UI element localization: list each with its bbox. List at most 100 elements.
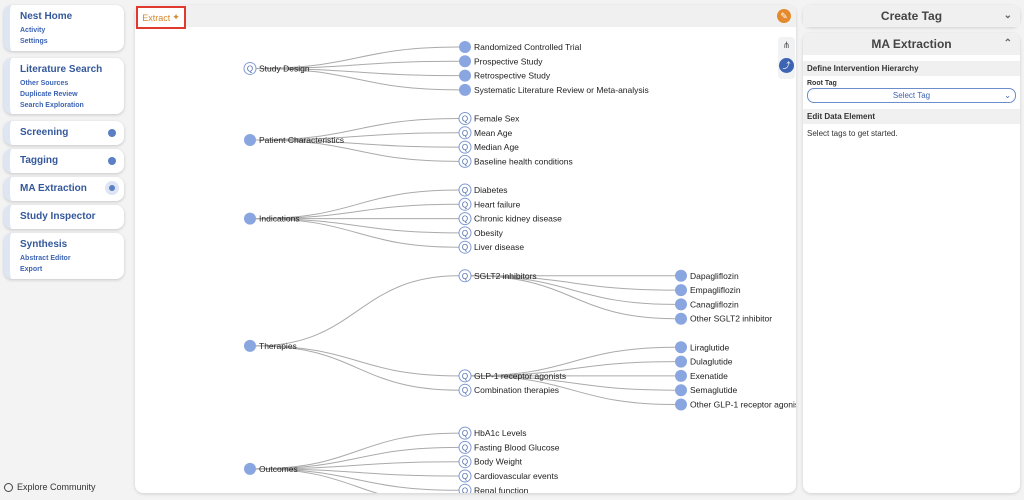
nav-title[interactable]: Synthesis [20, 239, 68, 250]
node-label[interactable]: Median Age [474, 142, 519, 152]
tree-node[interactable]: Semaglutide [675, 384, 738, 397]
search-node-icon[interactable] [458, 469, 472, 483]
node-label[interactable]: Systematic Literature Review or Meta-ana… [474, 85, 649, 95]
nav-nest-home[interactable]: Nest Home Activity Settings [4, 5, 124, 51]
search-node-icon[interactable] [458, 483, 472, 493]
node-dot-icon[interactable] [459, 55, 471, 68]
node-label[interactable]: Retrospective Study [474, 71, 551, 81]
node-dot-icon[interactable] [244, 339, 256, 352]
node-dot-icon[interactable] [244, 462, 256, 475]
node-label[interactable]: Fasting Blood Glucose [474, 442, 560, 452]
nav-title[interactable]: MA Extraction [20, 183, 87, 194]
node-dot-icon[interactable] [459, 69, 471, 82]
node-label[interactable]: Body Weight [474, 457, 523, 467]
node-label[interactable]: Empagliflozin [690, 285, 741, 295]
node-label[interactable]: SGLT2 inhibitors [474, 271, 537, 281]
node-label[interactable]: Renal function [474, 485, 529, 493]
search-node-icon[interactable] [458, 240, 472, 254]
node-label[interactable]: Heart failure [474, 199, 521, 209]
node-label[interactable]: Dulaglutide [690, 357, 733, 367]
tree-node[interactable]: Indications [244, 212, 300, 225]
nav-synthesis[interactable]: Synthesis Abstract Editor Export [4, 233, 124, 279]
node-label[interactable]: Therapies [259, 341, 297, 351]
search-node-icon[interactable] [458, 440, 472, 454]
tree-node[interactable]: Other GLP-1 receptor agonis [675, 398, 796, 411]
nav-ma-extraction[interactable]: MA Extraction [4, 177, 124, 201]
tree-node[interactable]: Exenatide [675, 369, 728, 382]
tree-node[interactable]: Therapies [244, 339, 297, 352]
node-dot-icon[interactable] [675, 284, 687, 297]
tree-node[interactable]: Empagliflozin [675, 284, 741, 297]
node-label[interactable]: Diabetes [474, 185, 508, 195]
chevron-down-icon[interactable]: ⌄ [1003, 10, 1012, 21]
search-node-icon[interactable] [243, 61, 257, 75]
node-label[interactable]: Exenatide [690, 371, 728, 381]
pencil-icon[interactable]: ✎ [777, 9, 791, 23]
nav-title[interactable]: Literature Search [20, 64, 103, 75]
nav-link-other-sources[interactable]: Other Sources [20, 80, 69, 87]
node-dot-icon[interactable] [244, 133, 256, 146]
node-label[interactable]: Prospective Study [474, 56, 543, 66]
node-label[interactable]: Obesity [474, 228, 504, 238]
extract-button[interactable]: Extract ✦ [136, 6, 186, 29]
tree-node[interactable]: Systematic Literature Review or Meta-ana… [459, 83, 649, 96]
tree-node[interactable]: Randomized Controlled Trial [459, 41, 581, 53]
nav-title[interactable]: Nest Home [20, 11, 73, 22]
node-label[interactable]: HbA1c Levels [474, 428, 526, 438]
search-node-icon[interactable] [458, 383, 472, 397]
nav-link-abstract-editor[interactable]: Abstract Editor [20, 255, 71, 262]
ma-extraction-header[interactable]: MA Extraction ⌃ [803, 33, 1020, 55]
node-label[interactable]: Study Design [259, 63, 310, 73]
node-label[interactable]: Outcomes [259, 464, 298, 474]
node-label[interactable]: Dapagliflozin [690, 271, 739, 281]
nav-link-export[interactable]: Export [20, 266, 43, 273]
nav-screening[interactable]: Screening [4, 121, 124, 145]
tree-node[interactable]: Outcomes [244, 462, 298, 475]
node-label[interactable]: Patient Characteristics [259, 135, 344, 145]
node-dot-icon[interactable] [459, 83, 471, 96]
explore-label[interactable]: Explore Community [17, 482, 96, 492]
tree-node[interactable]: Prospective Study [459, 55, 543, 68]
search-node-icon[interactable] [458, 154, 472, 168]
search-node-icon[interactable] [458, 126, 472, 140]
nav-title[interactable]: Screening [20, 127, 69, 138]
nav-link-duplicate-review[interactable]: Duplicate Review [20, 91, 78, 98]
search-node-icon[interactable] [458, 455, 472, 469]
gear-icon[interactable] [108, 129, 116, 137]
node-label[interactable]: Combination therapies [474, 385, 559, 395]
node-dot-icon[interactable] [244, 212, 256, 225]
node-dot-icon[interactable] [459, 41, 471, 53]
tree-node[interactable]: Dapagliflozin [675, 269, 739, 282]
node-label[interactable]: Chronic kidney disease [474, 214, 562, 224]
nav-title[interactable]: Study Inspector [20, 211, 96, 222]
node-dot-icon[interactable] [675, 269, 687, 282]
search-node-icon[interactable] [458, 369, 472, 383]
search-node-icon[interactable] [458, 269, 472, 283]
nav-link-search-exploration[interactable]: Search Exploration [20, 102, 84, 109]
node-label[interactable]: GLP-1 receptor agonists [474, 371, 566, 381]
nav-tagging[interactable]: Tagging [4, 149, 124, 173]
nav-study-inspector[interactable]: Study Inspector [4, 205, 124, 229]
create-tag-header[interactable]: Create Tag ⌄ [803, 5, 1020, 27]
gear-icon[interactable] [105, 181, 119, 195]
node-label[interactable]: Baseline health conditions [474, 156, 573, 166]
search-node-icon[interactable] [458, 226, 472, 240]
search-node-icon[interactable] [458, 212, 472, 226]
node-label[interactable]: Indications [259, 214, 300, 224]
node-label[interactable]: Female Sex [474, 114, 520, 124]
nav-link-settings[interactable]: Settings [20, 38, 48, 45]
chevron-up-icon[interactable]: ⌃ [1003, 38, 1012, 49]
tree-node[interactable]: Liraglutide [675, 341, 729, 354]
node-label[interactable]: Randomized Controlled Trial [474, 42, 581, 52]
